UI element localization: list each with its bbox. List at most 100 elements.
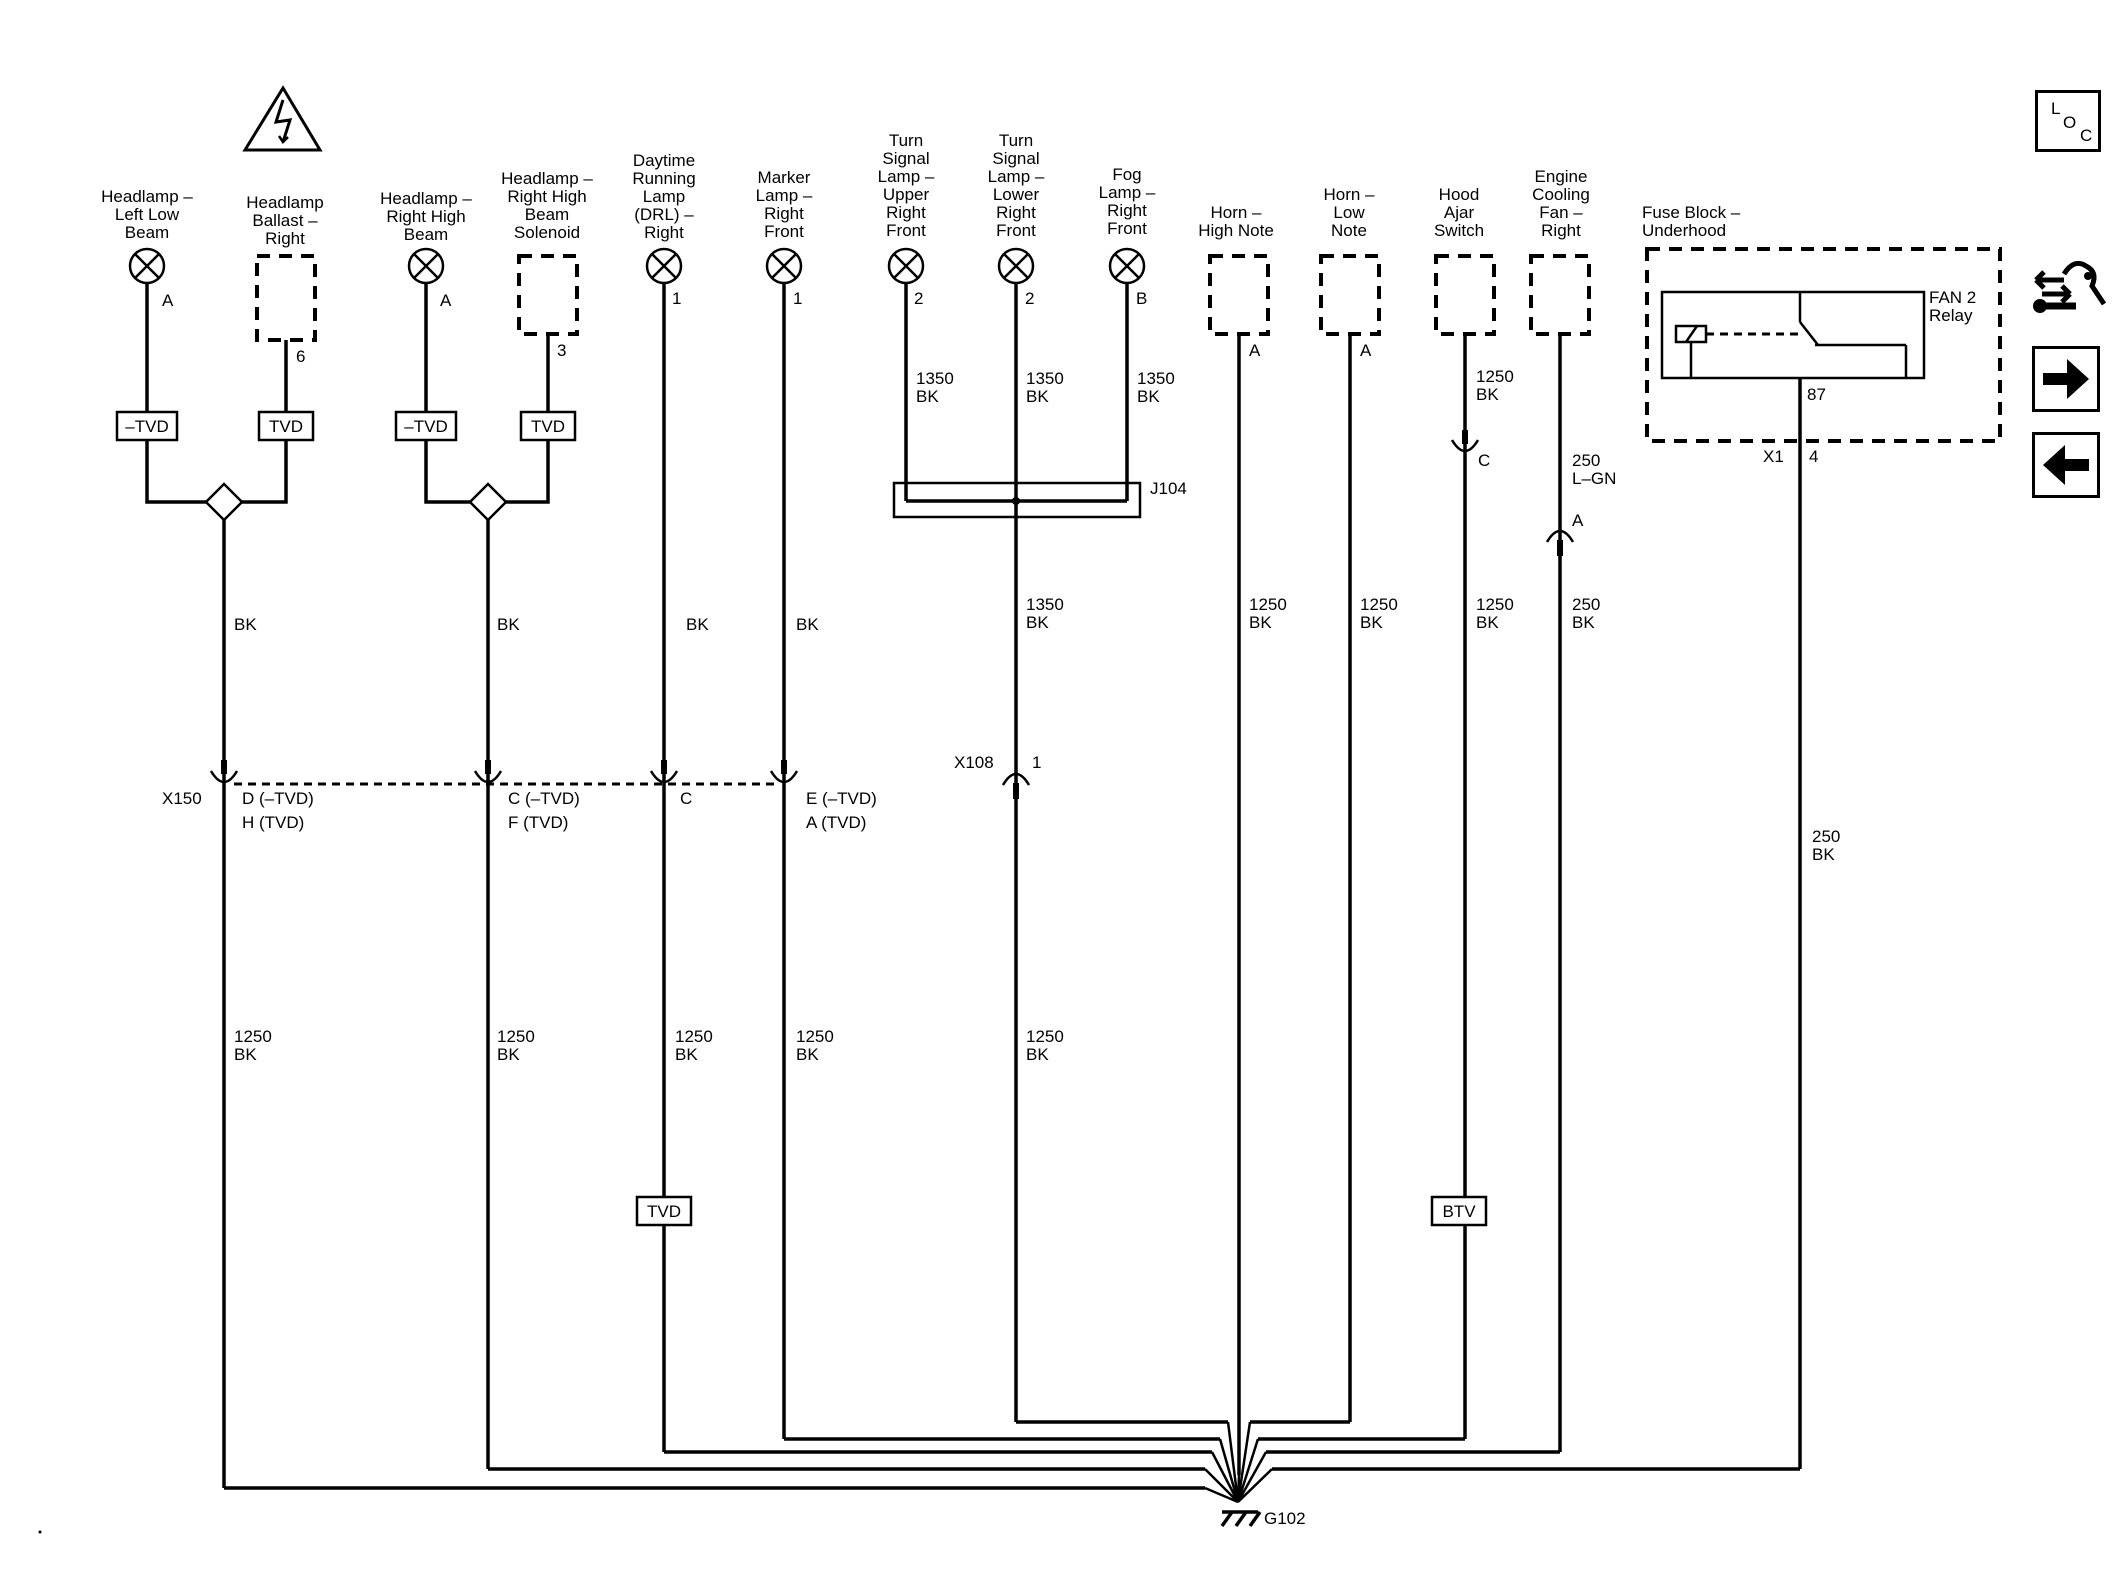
svg-text:BTV: BTV — [1442, 1202, 1476, 1221]
loc-letter-l: L — [2051, 99, 2061, 118]
loc-letter-o: O — [2063, 113, 2077, 132]
option-box-tvd-left: TVD — [257, 410, 315, 442]
wire-label-bk: BK — [686, 615, 709, 634]
service-info-button[interactable] — [2030, 252, 2108, 328]
component-box-ballast — [255, 254, 317, 342]
high-voltage-warning-icon — [242, 85, 323, 152]
connector-label-j104: J104 — [1150, 479, 1187, 498]
svg-text:TVD: TVD — [647, 1202, 681, 1221]
loc-button[interactable]: L O C — [2035, 90, 2101, 152]
component-box-hood-ajar — [1434, 254, 1496, 336]
svg-text:–TVD: –TVD — [125, 417, 168, 436]
component-box-horn-low — [1319, 254, 1381, 336]
connector-hood-ajar-c — [1450, 430, 1480, 453]
pin-turn-lower: 2 — [1025, 289, 1034, 308]
lamp-symbol-right-high-beam — [407, 247, 445, 285]
component-box-engine-fan — [1529, 254, 1591, 336]
connector-x150-low-beam — [209, 760, 239, 784]
ground-label-g102: G102 — [1264, 1509, 1306, 1528]
pin-marker: 1 — [793, 289, 802, 308]
pin-x1-label: X1 — [1763, 447, 1784, 466]
pin-x150-drl: C — [680, 789, 692, 808]
wrench-arrows-icon — [2033, 260, 2107, 313]
wire-label-bk: BK — [497, 615, 520, 634]
option-box-tvd-right: TVD — [519, 410, 577, 442]
wire-label-bk: BK — [234, 615, 257, 634]
j104-splice-pack — [892, 481, 1142, 519]
pin-hood-ajar-c: C — [1478, 451, 1490, 470]
x150-pins-high-beam: C (–TVD)F (TVD) — [508, 789, 580, 832]
wire-network — [145, 283, 1802, 1504]
pin-turn-upper: 2 — [914, 289, 923, 308]
pin-ballast-right: 6 — [296, 347, 305, 366]
pin-x1-number: 4 — [1809, 447, 1818, 466]
x150-pins-marker: E (–TVD)A (TVD) — [806, 789, 877, 832]
connector-label-x108: X108 — [954, 753, 994, 772]
fan2-relay-symbol — [1660, 290, 1926, 441]
lamp-symbol-fog — [1108, 247, 1146, 285]
pin-relay-87: 87 — [1807, 385, 1826, 404]
option-box-ntvd-right: –TVD — [394, 410, 458, 442]
lamp-symbol-turn-upper — [887, 247, 925, 285]
option-box-btv-hood: BTV — [1430, 1195, 1488, 1227]
component-box-solenoid — [517, 254, 579, 336]
wire-label-bk: BK — [796, 615, 819, 634]
pin-drl: 1 — [672, 289, 681, 308]
lamp-symbol-drl — [645, 247, 683, 285]
connector-x108 — [1001, 772, 1031, 799]
forward-button[interactable] — [2032, 346, 2100, 412]
pin-left-low-beam: A — [162, 291, 174, 310]
option-box-ntvd-left: –TVD — [115, 410, 179, 442]
pin-right-high-beam: A — [440, 291, 452, 310]
lamp-symbol-marker — [765, 247, 803, 285]
component-label-horn-high: Horn –High Note — [1198, 203, 1274, 240]
connector-x150-high-beam — [473, 760, 503, 784]
svg-text:TVD: TVD — [269, 417, 303, 436]
back-button[interactable] — [2032, 432, 2100, 498]
lamp-symbol-turn-lower — [997, 247, 1035, 285]
ground-g102-icon — [1220, 1510, 1262, 1528]
svg-text:TVD: TVD — [531, 417, 565, 436]
connector-label-x150: X150 — [162, 789, 202, 808]
lamp-symbol-left-low-beam — [128, 247, 166, 285]
svg-text:–TVD: –TVD — [404, 417, 447, 436]
x150-pins-low-beam: D (–TVD)H (TVD) — [242, 789, 314, 832]
fuse-block-box — [1645, 247, 2002, 443]
pin-horn-low: A — [1360, 341, 1372, 360]
component-label-fuse-block: Fuse Block –Underhood — [1642, 203, 1741, 240]
connector-engine-fan-a — [1545, 529, 1575, 556]
connector-x150-drl — [649, 760, 679, 784]
loc-letter-c: C — [2080, 126, 2093, 145]
pin-x108: 1 — [1032, 753, 1041, 772]
arrow-left-icon — [2043, 445, 2089, 485]
page-artifact — [38, 1530, 42, 1534]
